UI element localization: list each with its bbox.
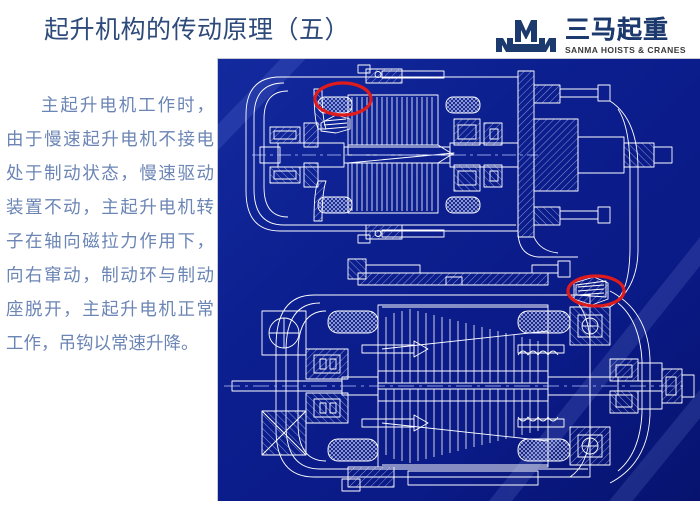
logo-text-block: 三马起重 SANMA HOISTS & CRANES xyxy=(564,15,686,55)
logo-chinese-name: 三马起重 xyxy=(564,15,669,44)
annotation-ellipses xyxy=(313,81,626,308)
sanma-m-logo-mark-icon xyxy=(495,20,556,52)
logo-english-name: SANMA HOISTS & CRANES xyxy=(564,44,686,55)
blueprint-diagram-image xyxy=(217,58,700,501)
company-logo: 三马起重 SANMA HOISTS & CRANES xyxy=(495,13,686,59)
body-paragraph: 主起升电机工作时，由于慢速起升电机不接电处于制动状态，慢速驱动装置不动，主起升电… xyxy=(6,95,214,353)
motor-gearbox-cross-section-drawing xyxy=(218,59,700,501)
page-title: 起升机构的传动原理（五） xyxy=(44,17,351,44)
